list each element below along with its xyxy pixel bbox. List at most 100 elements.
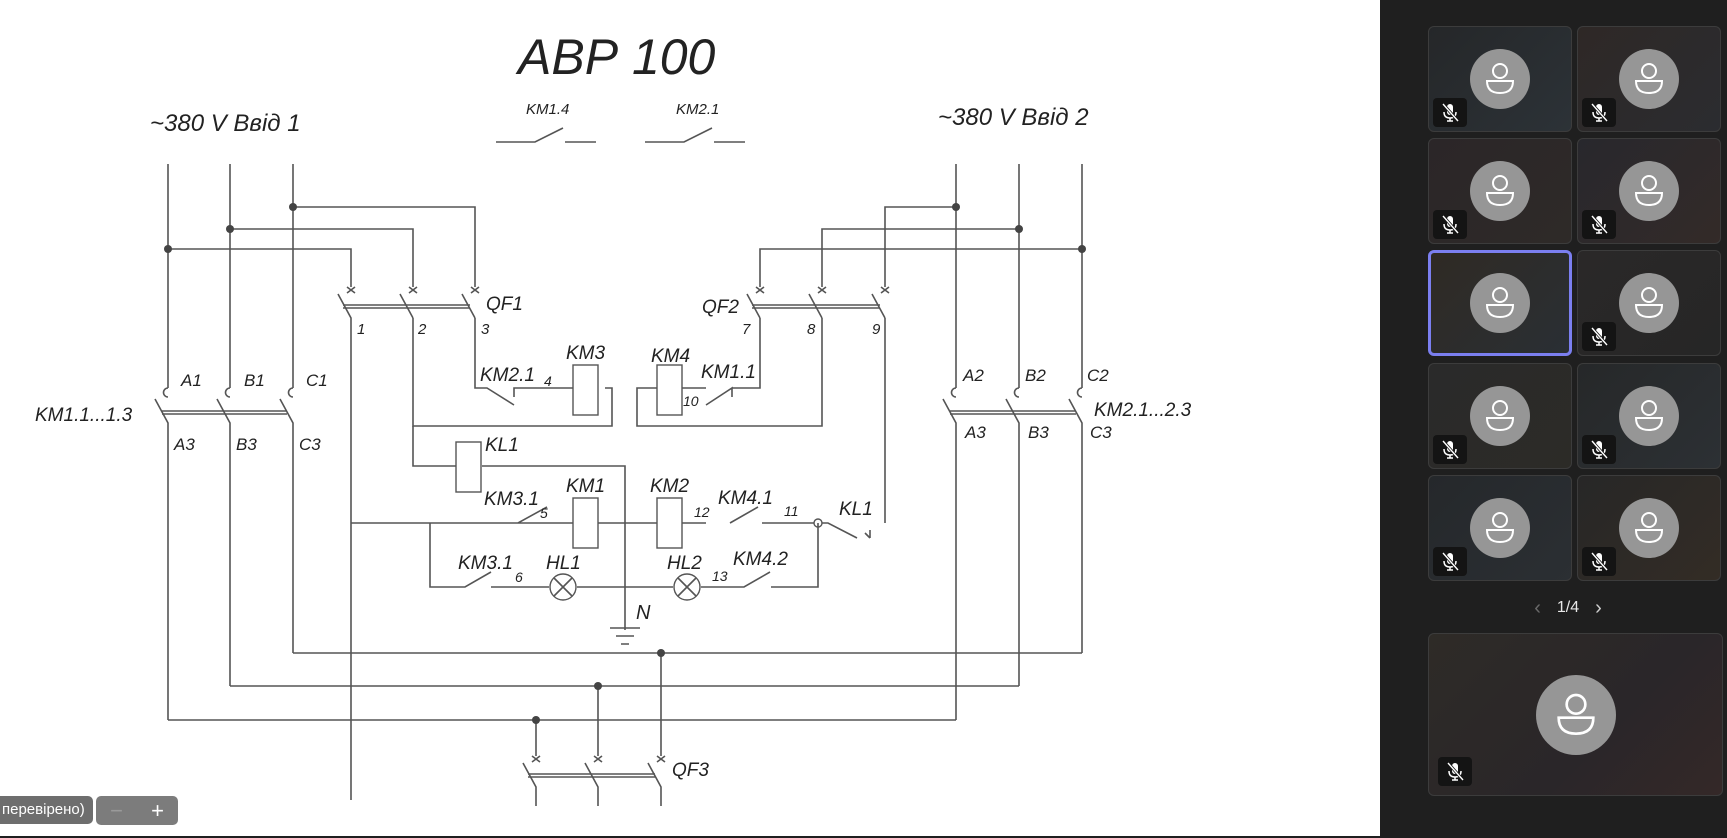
mic-muted-icon — [1433, 435, 1467, 464]
participant-tile[interactable] — [1428, 26, 1572, 132]
participant-tile[interactable] — [1577, 475, 1721, 581]
node-10: 10 — [683, 393, 699, 409]
lamp-hl2 — [673, 573, 701, 601]
node-5: 5 — [540, 505, 548, 521]
coil-kl1-label: KL1 — [485, 435, 519, 456]
avatar — [1470, 49, 1530, 109]
mic-muted-icon — [1582, 210, 1616, 239]
mic-muted-icon — [1582, 435, 1616, 464]
junction — [657, 649, 665, 657]
bus-right — [955, 164, 1083, 388]
junction — [164, 245, 172, 253]
junction — [594, 682, 602, 690]
avatar — [1619, 386, 1679, 446]
avatar — [1619, 498, 1679, 558]
coil-kl1 — [455, 441, 482, 493]
junction — [226, 225, 234, 233]
coil-km2-label: KM2 — [650, 476, 690, 497]
contact-km2-1-top — [645, 127, 745, 143]
output-bus — [168, 652, 1082, 756]
coil-km4 — [656, 364, 683, 416]
phase-b1: B1 — [244, 371, 265, 390]
neutral-label: N — [636, 602, 651, 624]
junction — [1015, 225, 1023, 233]
participant-tile[interactable] — [1428, 475, 1572, 581]
ground-symbol — [610, 627, 640, 645]
mic-muted-icon — [1582, 322, 1616, 351]
lamp-hl1-label: HL1 — [546, 553, 581, 574]
avatar — [1470, 273, 1530, 333]
wire — [412, 426, 626, 630]
contact-km1-1-label: KM1.1 — [701, 362, 756, 383]
zoom-out-button[interactable]: − — [110, 797, 123, 823]
breaker-qf3 — [522, 755, 666, 806]
wire — [412, 318, 613, 427]
junction — [1078, 245, 1086, 253]
zoom-in-button[interactable]: + — [151, 797, 164, 823]
mic-muted-icon — [1582, 547, 1616, 576]
wire — [351, 318, 886, 539]
contactor-km2 — [942, 387, 1083, 720]
input1-label: ~380 V Ввід 1 — [150, 110, 301, 137]
node-11: 11 — [784, 503, 799, 519]
lamp-hl2-label: HL2 — [667, 553, 702, 574]
participant-tile[interactable] — [1577, 138, 1721, 244]
phase-a2: A2 — [962, 366, 984, 385]
contact-km1-4 — [496, 127, 596, 143]
node-1: 1 — [357, 321, 365, 338]
mic-muted-icon — [1438, 757, 1472, 786]
contact-km4-1-label: KM4.1 — [718, 488, 773, 509]
mic-muted-icon — [1433, 210, 1467, 239]
next-page-button[interactable]: › — [1595, 596, 1602, 619]
phase-a3-left: A3 — [173, 435, 195, 454]
participant-tile[interactable] — [1428, 250, 1572, 356]
mic-muted-icon — [1582, 98, 1616, 127]
phase-c3-left: C3 — [299, 435, 321, 454]
diagram-title: АВР 100 — [515, 29, 716, 85]
self-video-tile[interactable] — [1428, 633, 1723, 796]
wire — [759, 206, 1082, 287]
phase-c3-right: C3 — [1090, 423, 1112, 442]
contact-km3-1a-label: KM3.1 — [484, 489, 539, 510]
lamp-hl1 — [549, 573, 577, 601]
contact-kl1-label: KL1 — [839, 499, 873, 520]
participant-tile[interactable] — [1577, 250, 1721, 356]
phase-c1: C1 — [306, 371, 328, 390]
participant-tile[interactable] — [1428, 138, 1572, 244]
bottom-bar — [0, 836, 1380, 838]
node-2: 2 — [417, 321, 427, 338]
mic-muted-icon — [1433, 547, 1467, 576]
prev-page-button[interactable]: ‹ — [1534, 596, 1541, 619]
mic-muted-icon — [1433, 98, 1467, 127]
junction — [532, 716, 540, 724]
coil-km3 — [572, 364, 599, 416]
qf2-label: QF2 — [702, 297, 739, 318]
coil-km4-label: KM4 — [651, 346, 690, 367]
node-6: 6 — [515, 569, 523, 585]
avatar — [1470, 161, 1530, 221]
contact-km2-1-top-label: KM2.1 — [676, 101, 719, 118]
phase-b2: B2 — [1025, 366, 1046, 385]
participant-tile[interactable] — [1577, 26, 1721, 132]
participant-tile[interactable] — [1577, 363, 1721, 469]
coil-km1-label: KM1 — [566, 476, 605, 497]
contact-km4-2-label: KM4.2 — [733, 549, 788, 570]
avatar — [1470, 386, 1530, 446]
bus-left — [167, 164, 294, 388]
coil-km2 — [656, 497, 683, 549]
node-8: 8 — [807, 321, 816, 338]
wire — [168, 206, 476, 287]
node-12: 12 — [694, 504, 710, 520]
node-7: 7 — [742, 321, 751, 338]
contactor-km1 — [154, 387, 294, 720]
phase-a1: A1 — [180, 371, 202, 390]
zoom-controls: − + — [96, 796, 178, 825]
contact-km3-1b-label: KM3.1 — [458, 553, 513, 574]
circuit-diagram: АВР 100 ~380 V Ввід 1 ~380 V Ввід 2 KM1.… — [35, 29, 1192, 806]
node-4: 4 — [544, 373, 552, 389]
participant-tile[interactable] — [1428, 363, 1572, 469]
coil-km3-label: KM3 — [566, 343, 606, 364]
avatar — [1535, 674, 1616, 755]
page-indicator: 1/4 — [1556, 599, 1580, 616]
wire — [864, 530, 871, 539]
